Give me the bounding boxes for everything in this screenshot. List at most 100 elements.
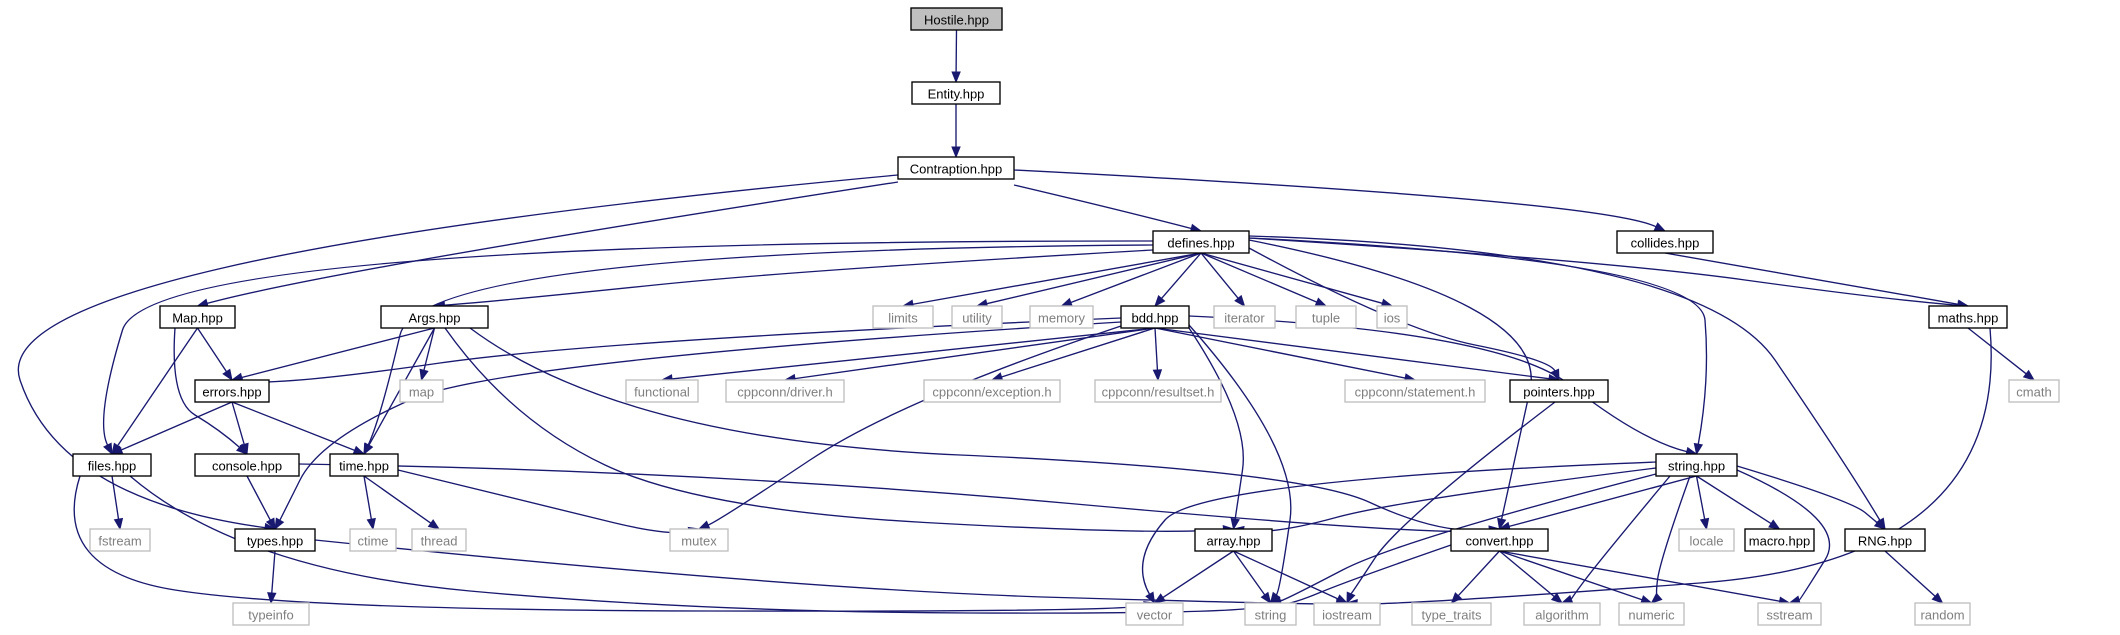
node-box xyxy=(951,305,1003,329)
node-time[interactable]: time.hpp xyxy=(329,453,399,477)
node-numeric: numeric xyxy=(1618,602,1685,626)
edge-line xyxy=(271,550,276,594)
node-maths[interactable]: maths.hpp xyxy=(1928,305,2008,329)
node-array[interactable]: array.hpp xyxy=(1194,528,1273,552)
node-hostile[interactable]: Hostile.hpp xyxy=(910,7,1003,31)
edge-line xyxy=(986,252,1202,305)
node-label: array.hpp xyxy=(1207,534,1261,549)
edge-line xyxy=(196,327,228,373)
node-map[interactable]: Map.hpp xyxy=(159,305,236,329)
node-box xyxy=(669,528,729,552)
node-label: files.hpp xyxy=(88,459,136,474)
node-label: thread xyxy=(421,534,458,549)
edge-stringh-to-numeric xyxy=(1650,475,1691,604)
node-box xyxy=(1194,528,1273,552)
edge-files-to-fstream xyxy=(111,475,124,531)
node-rng[interactable]: RNG.hpp xyxy=(1844,528,1926,552)
edge-line xyxy=(397,469,690,534)
node-box xyxy=(1120,305,1190,329)
node-label: cppconn/exception.h xyxy=(932,385,1051,400)
node-label: string xyxy=(1255,608,1287,623)
edge-arrowhead xyxy=(265,517,276,531)
edge-arrowhead xyxy=(951,71,961,84)
node-defines[interactable]: defines.hpp xyxy=(1152,230,1250,254)
node-sstream: sstream xyxy=(1757,602,1822,626)
node-box xyxy=(1914,602,1971,626)
node-errors[interactable]: errors.hpp xyxy=(194,379,270,403)
node-cmath: cmath xyxy=(2008,379,2060,403)
node-box xyxy=(1094,379,1222,403)
edge-line xyxy=(363,475,372,520)
node-box xyxy=(1376,305,1408,329)
node-string: string xyxy=(1244,602,1297,626)
node-label: ctime xyxy=(357,534,388,549)
node-driver: cppconn/driver.h xyxy=(725,379,845,403)
edge-line xyxy=(1664,252,1959,305)
node-contraption[interactable]: Contraption.hpp xyxy=(897,156,1015,180)
edge-line xyxy=(298,463,1490,533)
node-bdd[interactable]: bdd.hpp xyxy=(1120,305,1190,329)
node-resultset: cppconn/resultset.h xyxy=(1094,379,1222,403)
edge-line xyxy=(111,475,120,520)
node-label: vector xyxy=(1137,608,1173,623)
node-box xyxy=(349,528,397,552)
node-box xyxy=(399,379,444,403)
edge-stringh-to-locale xyxy=(1695,475,1710,531)
node-label: functional xyxy=(634,385,690,400)
edge-entity-to-contraption xyxy=(951,104,961,159)
node-box xyxy=(1655,453,1738,477)
node-box xyxy=(1344,379,1486,403)
node-label: string.hpp xyxy=(1668,459,1725,474)
node-stringh[interactable]: string.hpp xyxy=(1655,453,1738,477)
edge-line xyxy=(1233,550,1339,600)
node-convert[interactable]: convert.hpp xyxy=(1450,528,1549,552)
node-type-traits: type_traits xyxy=(1411,602,1492,626)
node-box xyxy=(1244,602,1297,626)
edge-line xyxy=(1232,550,1266,596)
edge-arrowhead xyxy=(274,517,285,531)
node-label: iterator xyxy=(1224,311,1265,326)
node-box xyxy=(910,7,1003,31)
edge-line xyxy=(671,327,1156,380)
node-box xyxy=(911,81,1001,105)
node-fstream: fstream xyxy=(89,528,151,552)
edge-line xyxy=(1499,550,1643,601)
edge-line xyxy=(367,244,1154,446)
node-box xyxy=(1411,602,1492,626)
node-types[interactable]: types.hpp xyxy=(234,528,316,552)
node-label: fstream xyxy=(98,534,141,549)
edge-arrowhead xyxy=(222,368,233,382)
node-memory: memory xyxy=(1029,305,1094,329)
node-box xyxy=(923,379,1061,403)
edge-stringh-to-rng xyxy=(1736,465,1887,530)
node-box xyxy=(1744,528,1815,552)
node-box xyxy=(159,305,236,329)
node-label: collides.hpp xyxy=(1631,236,1700,251)
node-console[interactable]: console.hpp xyxy=(194,453,300,477)
edge-arrowhead xyxy=(1873,518,1887,530)
edge-arrowhead xyxy=(1346,591,1356,605)
node-label: Hostile.hpp xyxy=(924,13,989,28)
node-label: Map.hpp xyxy=(172,311,223,326)
edge-line xyxy=(1967,327,2027,375)
edge-line xyxy=(1188,327,1244,520)
edge-types-to-typeinfo xyxy=(267,550,277,605)
edge-arrowhead xyxy=(1260,591,1272,605)
node-files[interactable]: files.hpp xyxy=(72,453,152,477)
node-entity[interactable]: Entity.hpp xyxy=(911,81,1001,105)
node-collides[interactable]: collides.hpp xyxy=(1616,230,1714,254)
edge-line xyxy=(1154,327,1159,371)
node-box xyxy=(1125,602,1184,626)
node-box xyxy=(725,379,845,403)
edge-bdd-to-mutex xyxy=(697,325,1122,530)
node-label: cppconn/statement.h xyxy=(1355,385,1476,400)
edge-arrowhead xyxy=(366,517,376,531)
node-args[interactable]: Args.hpp xyxy=(380,305,489,329)
node-macro[interactable]: macro.hpp xyxy=(1744,528,1815,552)
edge-arrowhead xyxy=(1699,517,1710,531)
node-label: types.hpp xyxy=(247,534,303,549)
node-pointers[interactable]: pointers.hpp xyxy=(1509,379,1609,403)
node-label: maths.hpp xyxy=(1938,311,1999,326)
edge-arrowhead xyxy=(1497,517,1507,531)
edge-arrowhead xyxy=(363,442,374,456)
